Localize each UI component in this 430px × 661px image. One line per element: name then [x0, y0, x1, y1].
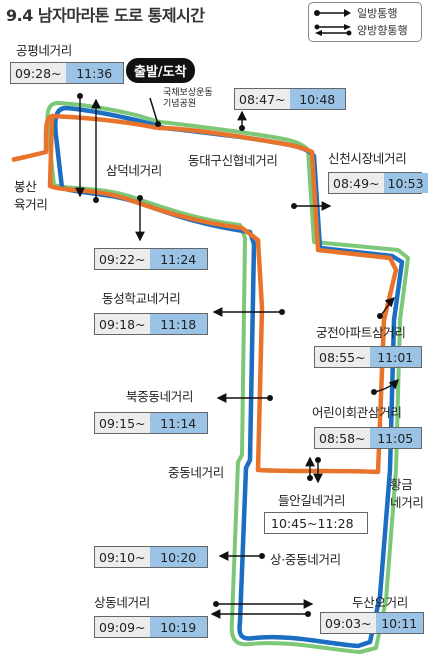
- time-gungjeon-end: 11:01: [369, 347, 421, 367]
- time-dongseong-end: 11:18: [149, 314, 207, 334]
- time-sangdong-start: 09:09~: [95, 617, 150, 637]
- time-sincheon-end: 10:53: [383, 173, 428, 193]
- time-samdeok-end: 11:24: [149, 249, 207, 269]
- page-title: 9.4 남자마라톤 도로 통제시간: [6, 6, 205, 25]
- arrow-samdeok: [135, 195, 145, 242]
- time-sangdong: 09:09~ 10:19: [94, 616, 208, 638]
- place-dusan: 두산오거리: [352, 595, 409, 610]
- time-dongseong: 09:18~ 11:18: [94, 313, 208, 335]
- place-gongpyeong: 공평네거리: [16, 43, 73, 58]
- place-gungjeon: 궁전아파트삼거리: [316, 325, 406, 340]
- legend-oneway: 일방통행: [313, 5, 397, 21]
- legend-twoway-label: 양방향통행: [357, 24, 408, 37]
- time-dusan: 09:03~ 10:11: [320, 612, 424, 634]
- time-gungjeon-start: 08:55~: [315, 347, 370, 367]
- arrow-deulan: [305, 456, 323, 484]
- arrow-gongpyeong: [75, 93, 101, 203]
- time-gongpyeong-end: 11:36: [65, 63, 123, 83]
- time-sincheon-start: 08:49~: [329, 173, 384, 193]
- time-bukjung-end: 11:14: [149, 413, 207, 433]
- start-place-line1: 국채보상운동: [163, 88, 213, 98]
- time-sangjung: 09:10~ 10:20: [94, 546, 208, 568]
- time-deulan: 10:45~11:28: [264, 512, 368, 534]
- oneway-arrow-icon: [314, 9, 351, 17]
- place-bukjung: 북중동네거리: [126, 389, 194, 404]
- arrow-sangjung: [218, 551, 265, 561]
- legend-oneway-label: 일방통행: [357, 7, 398, 20]
- time-dongdae: 08:47~ 10:48: [234, 88, 346, 110]
- arrow-dongseong: [212, 307, 285, 317]
- time-sangjung-start: 09:10~: [95, 547, 150, 567]
- arrow-eorini: [371, 379, 399, 395]
- time-bukjung-start: 09:15~: [95, 413, 150, 433]
- time-eorini-end: 11:05: [369, 428, 421, 448]
- time-eorini: 08:58~ 11:05: [314, 427, 422, 449]
- arrow-dongdae: [237, 110, 247, 131]
- time-sangjung-end: 10:20: [149, 547, 207, 567]
- time-gongpyeong: 09:28~ 11:36: [10, 62, 124, 84]
- time-deulan-range: 10:45~11:28: [271, 516, 354, 531]
- place-sangdong: 상동네거리: [94, 595, 151, 610]
- time-gungjeon: 08:55~ 11:01: [314, 346, 422, 368]
- twoway-arrow-icon: [314, 24, 352, 36]
- place-bongsan-2: 육거리: [14, 197, 48, 212]
- time-dongseong-start: 09:18~: [95, 314, 150, 334]
- arrow-sangdong: [210, 599, 314, 619]
- place-jungdong: 중동네거리: [168, 465, 225, 480]
- start-pointer: [149, 97, 159, 125]
- time-eorini-start: 08:58~: [315, 428, 370, 448]
- route-green: [45, 101, 410, 654]
- start-dot: [155, 121, 161, 127]
- start-place: 국채보상운동 기념공원: [163, 88, 213, 110]
- time-dongdae-end: 10:48: [289, 89, 345, 109]
- time-gongpyeong-start: 09:28~: [11, 63, 66, 83]
- time-sangdong-end: 10:19: [149, 617, 207, 637]
- time-bukjung: 09:15~ 11:14: [94, 412, 208, 434]
- time-dongdae-start: 08:47~: [235, 89, 290, 109]
- place-hwanggeum-1: 황금: [390, 477, 413, 492]
- time-sincheon: 08:49~ 10:53: [328, 172, 428, 194]
- arrow-bukjung: [216, 393, 273, 403]
- place-sincheon: 신천시장네거리: [328, 151, 407, 166]
- place-samdeok: 삼덕네거리: [106, 163, 163, 178]
- place-eorini: 어린이회관삼거리: [312, 405, 402, 420]
- place-deulan: 들안길네거리: [278, 493, 346, 508]
- place-dongdae: 동대구신협네거리: [188, 153, 278, 168]
- place-sangjung: 상·중동네거리: [270, 552, 341, 567]
- place-dongseong: 동성학교네거리: [102, 291, 181, 306]
- time-samdeok: 09:22~ 11:24: [94, 248, 208, 270]
- legend-twoway: 양방향통행: [313, 22, 408, 38]
- time-dusan-start: 09:03~: [321, 613, 376, 633]
- time-dusan-end: 10:11: [375, 613, 423, 633]
- place-bongsan-1: 봉산: [14, 179, 37, 194]
- route-orange: [11, 113, 399, 475]
- arrow-gungjeon: [377, 297, 395, 319]
- start-place-line2: 기념공원: [163, 99, 197, 109]
- time-samdeok-start: 09:22~: [95, 249, 150, 269]
- start-finish-badge: 출발/도착: [126, 58, 195, 83]
- legend: 일방통행 양방향통행: [308, 2, 422, 42]
- arrow-sincheon: [291, 201, 332, 211]
- place-hwanggeum-2: 네거리: [390, 495, 424, 510]
